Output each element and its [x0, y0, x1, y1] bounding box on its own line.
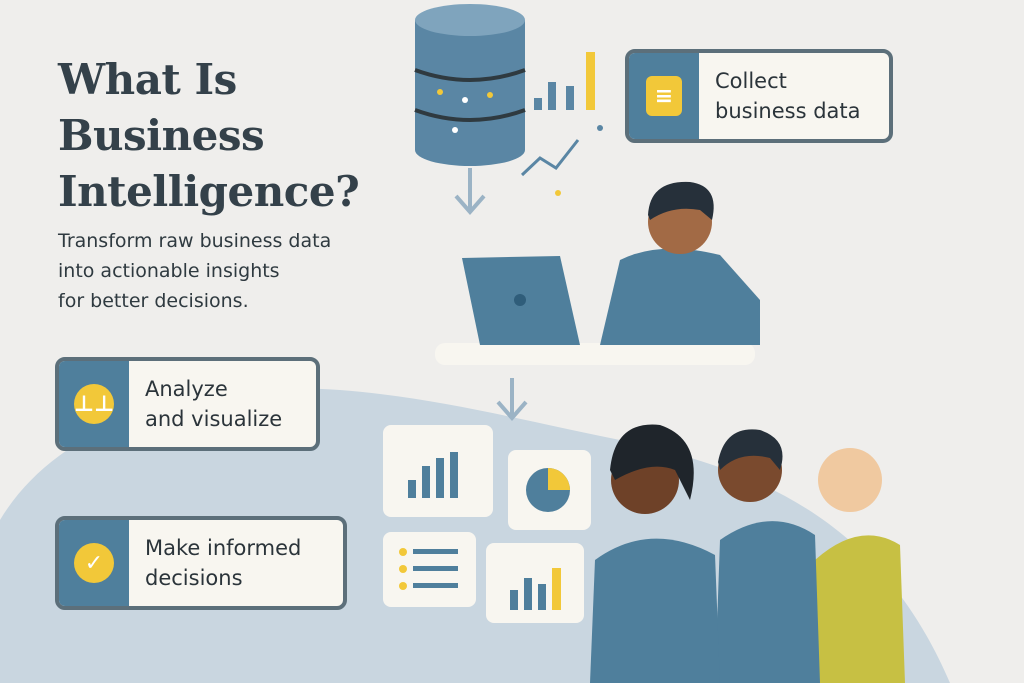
step-label: Analyze: [145, 377, 228, 401]
arrow-down-icon: [496, 378, 528, 422]
card-side: ⊥⊥: [59, 361, 129, 447]
mini-bar-chart-icon: [534, 52, 595, 110]
step-card-decide: ✓ Make informed decisions: [55, 516, 347, 610]
card-side: ≡: [629, 53, 699, 139]
line-chart-icon: [520, 125, 603, 196]
analyst-person: [435, 181, 760, 365]
arrow-down-icon: [454, 168, 486, 216]
step-label: business data: [715, 99, 861, 123]
card-text: Analyze and visualize: [129, 361, 298, 447]
checkmark-icon: ✓: [74, 543, 114, 583]
database-icon: ≡: [646, 76, 682, 116]
step-label: decisions: [145, 566, 243, 590]
team-people: [590, 424, 905, 683]
subtitle-line: for better decisions.: [58, 290, 249, 312]
step-label: Collect: [715, 69, 787, 93]
card-text: Collect business data: [699, 53, 877, 139]
subtitle-line: into actionable insights: [58, 260, 280, 282]
step-label: Make informed: [145, 536, 302, 560]
subtitle: Transform raw business data into actiona…: [58, 226, 331, 316]
bar-chart-icon: ⊥⊥: [74, 384, 114, 424]
step-card-collect: ≡ Collect business data: [625, 49, 893, 143]
title-line: Business: [58, 111, 265, 160]
card-side: ✓: [59, 520, 129, 606]
step-label: and visualize: [145, 407, 283, 431]
database-icon: [414, 4, 526, 166]
title-line: What Is: [58, 55, 237, 104]
title-line: Intelligence?: [58, 167, 360, 216]
chart-cards: [383, 425, 591, 623]
subtitle-line: Transform raw business data: [58, 230, 332, 252]
card-text: Make informed decisions: [129, 520, 317, 606]
page-title: What Is Business Intelligence?: [58, 52, 360, 220]
step-card-analyze: ⊥⊥ Analyze and visualize: [55, 357, 320, 451]
